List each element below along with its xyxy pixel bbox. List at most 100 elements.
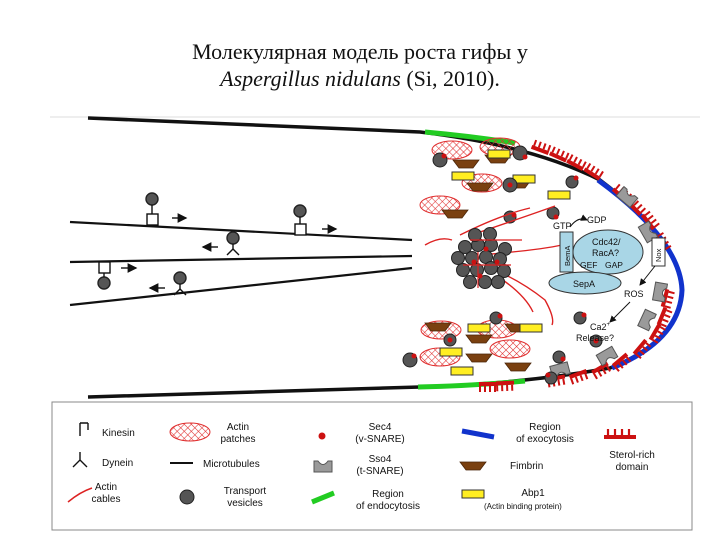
sterol-mark bbox=[495, 380, 515, 392]
svg-text:Transport: Transport bbox=[224, 486, 267, 497]
svg-text:of endocytosis: of endocytosis bbox=[356, 501, 420, 512]
svg-text:(t-SNARE): (t-SNARE) bbox=[356, 466, 403, 477]
sec4-marker bbox=[593, 338, 599, 344]
species-name: Aspergillus nidulans bbox=[220, 66, 401, 91]
sec4-marker bbox=[545, 372, 551, 378]
kinesin-motor bbox=[97, 261, 138, 290]
microtubule bbox=[69, 220, 413, 242]
abp1 bbox=[451, 171, 475, 181]
actin-cable bbox=[424, 238, 453, 246]
legend-abp1: Abp1 (Actin binding protein) bbox=[461, 488, 562, 511]
gtp-label: GTP bbox=[553, 221, 572, 231]
sso4 bbox=[651, 281, 669, 303]
abp1 bbox=[450, 366, 474, 376]
bem-a-label: BemA bbox=[563, 246, 572, 266]
sec4-marker bbox=[471, 259, 477, 265]
dynein-motor bbox=[148, 271, 187, 296]
sec4-marker bbox=[441, 153, 447, 159]
sec4-marker bbox=[581, 312, 587, 318]
sec4-marker bbox=[494, 259, 500, 265]
microtubule bbox=[69, 266, 413, 307]
svg-text:Sso4: Sso4 bbox=[369, 454, 392, 465]
sterol-mark bbox=[548, 146, 570, 163]
sterol-mark bbox=[632, 338, 652, 360]
spitzenkorper-vesicle bbox=[491, 275, 505, 289]
svg-text:Dynein: Dynein bbox=[102, 458, 133, 469]
sec4-marker bbox=[483, 246, 489, 252]
sec4-marker bbox=[497, 313, 503, 319]
actin-cable bbox=[459, 207, 531, 236]
legend-kinesin: Kinesin bbox=[79, 422, 135, 439]
nox-label: Nox bbox=[654, 248, 663, 262]
gtp-gdp-cycle-arrow bbox=[569, 214, 588, 228]
spitzenkorper-vesicle bbox=[451, 251, 465, 265]
svg-text:cables: cables bbox=[92, 494, 121, 505]
legend-sterol-rich-domain: Sterol-rich domain bbox=[604, 429, 655, 473]
svg-text:(Actin binding protein): (Actin binding protein) bbox=[484, 502, 562, 511]
fimbrin bbox=[465, 334, 493, 344]
legend-microtubules: Microtubules bbox=[170, 459, 260, 470]
sec4-marker bbox=[560, 356, 566, 362]
svg-text:Actin: Actin bbox=[227, 422, 249, 433]
sso4 bbox=[595, 345, 619, 367]
svg-text:domain: domain bbox=[616, 462, 649, 473]
sso4 bbox=[637, 308, 657, 332]
fimbrin bbox=[424, 322, 452, 332]
gap-label: GAP bbox=[605, 260, 623, 270]
nox-enzyme bbox=[651, 237, 666, 267]
svg-text:Region: Region bbox=[372, 489, 404, 500]
sec4-marker bbox=[522, 154, 528, 160]
svg-text:Sec4: Sec4 bbox=[369, 422, 392, 433]
abp1 bbox=[487, 149, 511, 159]
svg-text:Actin: Actin bbox=[95, 482, 117, 493]
legend: Kinesin Dynein Actin cables Actin patche… bbox=[51, 401, 693, 531]
sterol-mark bbox=[640, 210, 660, 231]
sec4-marker bbox=[411, 353, 417, 359]
spitzenkorper-vesicle bbox=[463, 275, 477, 289]
abp1 bbox=[519, 323, 543, 333]
sec4-marker bbox=[511, 212, 517, 218]
ros-label: ROS bbox=[624, 289, 644, 299]
polarisome-complex: GTP GDP Cdc42/ RacA? GEF GAP BemA SepA N… bbox=[548, 214, 666, 343]
sterol-mark bbox=[583, 162, 604, 181]
actin-cable bbox=[499, 277, 534, 313]
spitzenkorper-vesicle-cluster bbox=[451, 227, 522, 289]
svg-text:vesicles: vesicles bbox=[227, 498, 263, 509]
sterol-mark bbox=[479, 382, 497, 392]
svg-text:Kinesin: Kinesin bbox=[102, 428, 135, 439]
legend-sec4: Sec4 (v-SNARE) bbox=[318, 422, 405, 445]
legend-actin-cables: Actin cables bbox=[67, 482, 121, 505]
sterol-mark bbox=[611, 352, 632, 372]
spitzenkorper-vesicle bbox=[468, 228, 482, 242]
microtubules bbox=[69, 220, 413, 307]
svg-text:Microtubules: Microtubules bbox=[203, 459, 260, 470]
sterol-mark bbox=[656, 306, 673, 328]
title-line-1: Молекулярная модель роста гифы у bbox=[192, 39, 528, 64]
ros-to-ca-arrow bbox=[609, 301, 631, 323]
svg-text:Region: Region bbox=[529, 422, 561, 433]
fimbrin bbox=[465, 353, 493, 363]
ca2-label: Ca2+ bbox=[590, 322, 611, 332]
cdc42-label: Cdc42/ bbox=[592, 237, 621, 247]
rac-a-label: RacA? bbox=[592, 248, 619, 258]
sec4-marker bbox=[553, 214, 559, 220]
title-citation: (Si, 2010). bbox=[400, 66, 500, 91]
title-line-2: Aspergillus nidulans (Si, 2010). bbox=[0, 65, 720, 92]
svg-text:(v-SNARE): (v-SNARE) bbox=[355, 434, 404, 445]
sepA-formin bbox=[548, 271, 622, 295]
sterol-mark bbox=[648, 323, 666, 344]
sep-a-label: SepA bbox=[573, 279, 595, 289]
spitzenkorper-vesicle bbox=[470, 263, 484, 277]
legend-transport-vesicles: Transport vesicles bbox=[179, 486, 267, 509]
legend-sso4: Sso4 (t-SNARE) bbox=[313, 454, 404, 477]
sec4-marker bbox=[477, 273, 483, 279]
abp1 bbox=[467, 323, 491, 333]
fimbrin bbox=[466, 182, 494, 192]
sec4-marker bbox=[507, 182, 513, 188]
fimbrin bbox=[504, 362, 532, 372]
fimbrin bbox=[452, 159, 480, 169]
ca2-release-label: Release? bbox=[576, 333, 614, 343]
fimbrin bbox=[441, 209, 469, 219]
sso4 bbox=[615, 185, 639, 209]
